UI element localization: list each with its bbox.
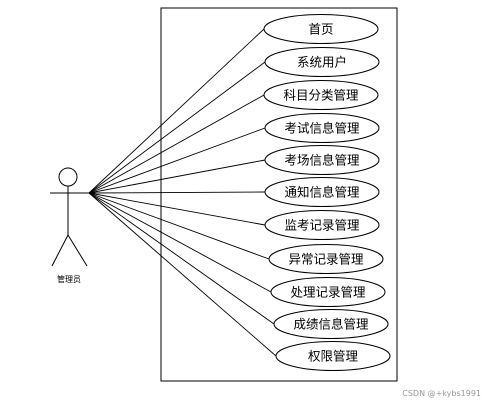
watermark: CSDN @+kybs1991 [402, 389, 481, 398]
use-case-label: 考场信息管理 [284, 153, 360, 168]
use-case-label: 首页 [308, 22, 333, 37]
association-line [88, 94, 265, 194]
actor-left-leg [51, 234, 69, 267]
use-case: 考试信息管理 [264, 113, 380, 143]
use-case-ellipse [264, 210, 380, 240]
use-case-ellipse [264, 47, 380, 77]
actor-right-leg [67, 234, 88, 267]
actor-figure [50, 167, 89, 267]
use-case: 首页 [263, 14, 379, 44]
use-case: 系统用户 [264, 47, 380, 77]
use-case-label: 成绩信息管理 [293, 317, 369, 332]
association-line [88, 192, 277, 357]
use-case-label: 通知信息管理 [284, 185, 360, 200]
use-case: 科目分类管理 [263, 80, 379, 110]
use-cases: 首页系统用户科目分类管理考试信息管理考场信息管理通知信息管理监考记录管理异常记录… [263, 14, 391, 371]
association-line [88, 127, 266, 194]
use-case-label: 监考记录管理 [284, 218, 360, 233]
use-case: 成绩信息管理 [273, 309, 389, 339]
use-case-ellipse [263, 80, 379, 110]
use-case-label: 科目分类管理 [283, 88, 359, 103]
use-case: 监考记录管理 [264, 210, 380, 240]
use-case: 权限管理 [275, 341, 391, 371]
use-case-ellipse [264, 177, 380, 207]
use-case-label: 权限管理 [308, 349, 359, 364]
use-case-ellipse [263, 14, 379, 44]
use-case-label: 异常记录管理 [288, 252, 364, 267]
association-line [88, 159, 266, 194]
use-case-ellipse [275, 341, 391, 371]
use-case: 考场信息管理 [264, 145, 380, 175]
association-line [88, 28, 265, 194]
use-case-label: 系统用户 [297, 55, 347, 70]
use-case-label: 处理记录管理 [290, 285, 366, 300]
use-case: 处理记录管理 [270, 277, 386, 307]
system-boundary [160, 7, 398, 382]
association-line [88, 191, 266, 194]
use-case: 异常记录管理 [268, 244, 384, 274]
association-line [88, 61, 266, 194]
association-line [88, 192, 266, 226]
use-case-ellipse [268, 244, 384, 274]
use-case-ellipse [264, 113, 380, 143]
use-case-ellipse [270, 277, 386, 307]
association-line [88, 192, 272, 293]
use-case-ellipse [273, 309, 389, 339]
association-line [88, 192, 270, 260]
use-case: 通知信息管理 [264, 177, 380, 207]
use-case-label: 考试信息管理 [284, 121, 360, 136]
association-lines [88, 28, 277, 357]
association-line [88, 192, 275, 325]
actor-label: 管理员 [57, 274, 81, 284]
actor-head [58, 167, 78, 187]
use-case-ellipse [264, 145, 380, 175]
